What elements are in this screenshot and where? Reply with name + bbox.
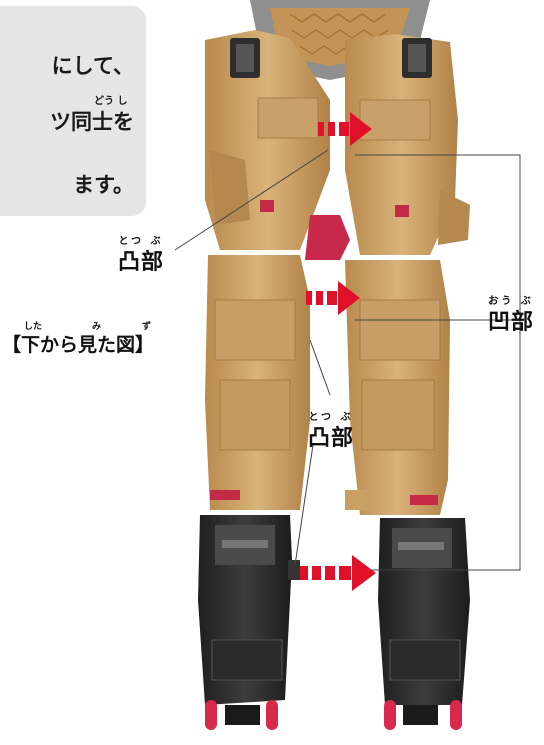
callout-line-3: ます。 [73,173,134,197]
caption-view-from-below: した み ず 【下から見た図】 [2,322,155,356]
arrow-middle [306,281,360,315]
left-foot [198,515,300,730]
callout-line-2: ツ同士を [50,110,134,134]
right-thigh [345,34,470,255]
arrow-bottom [300,555,376,591]
label-concave: おう ぶ 凹部 [488,296,535,335]
right-shin [345,260,450,515]
arrow-top [318,112,372,146]
callout-ruby: どう し [94,96,128,107]
label-convex-top: とつ ぶ 凸部 [118,236,165,275]
leader-lines [174,149,521,571]
instruction-callout: にして、 どう し ツ同士を ます。 [0,6,146,216]
left-thigh [205,30,330,250]
callout-line-1: にして、 [51,54,134,78]
label-convex-middle: とつ ぶ 凸部 [308,412,355,451]
left-shin [205,255,310,510]
center-accent [305,215,350,260]
right-foot [378,518,470,730]
